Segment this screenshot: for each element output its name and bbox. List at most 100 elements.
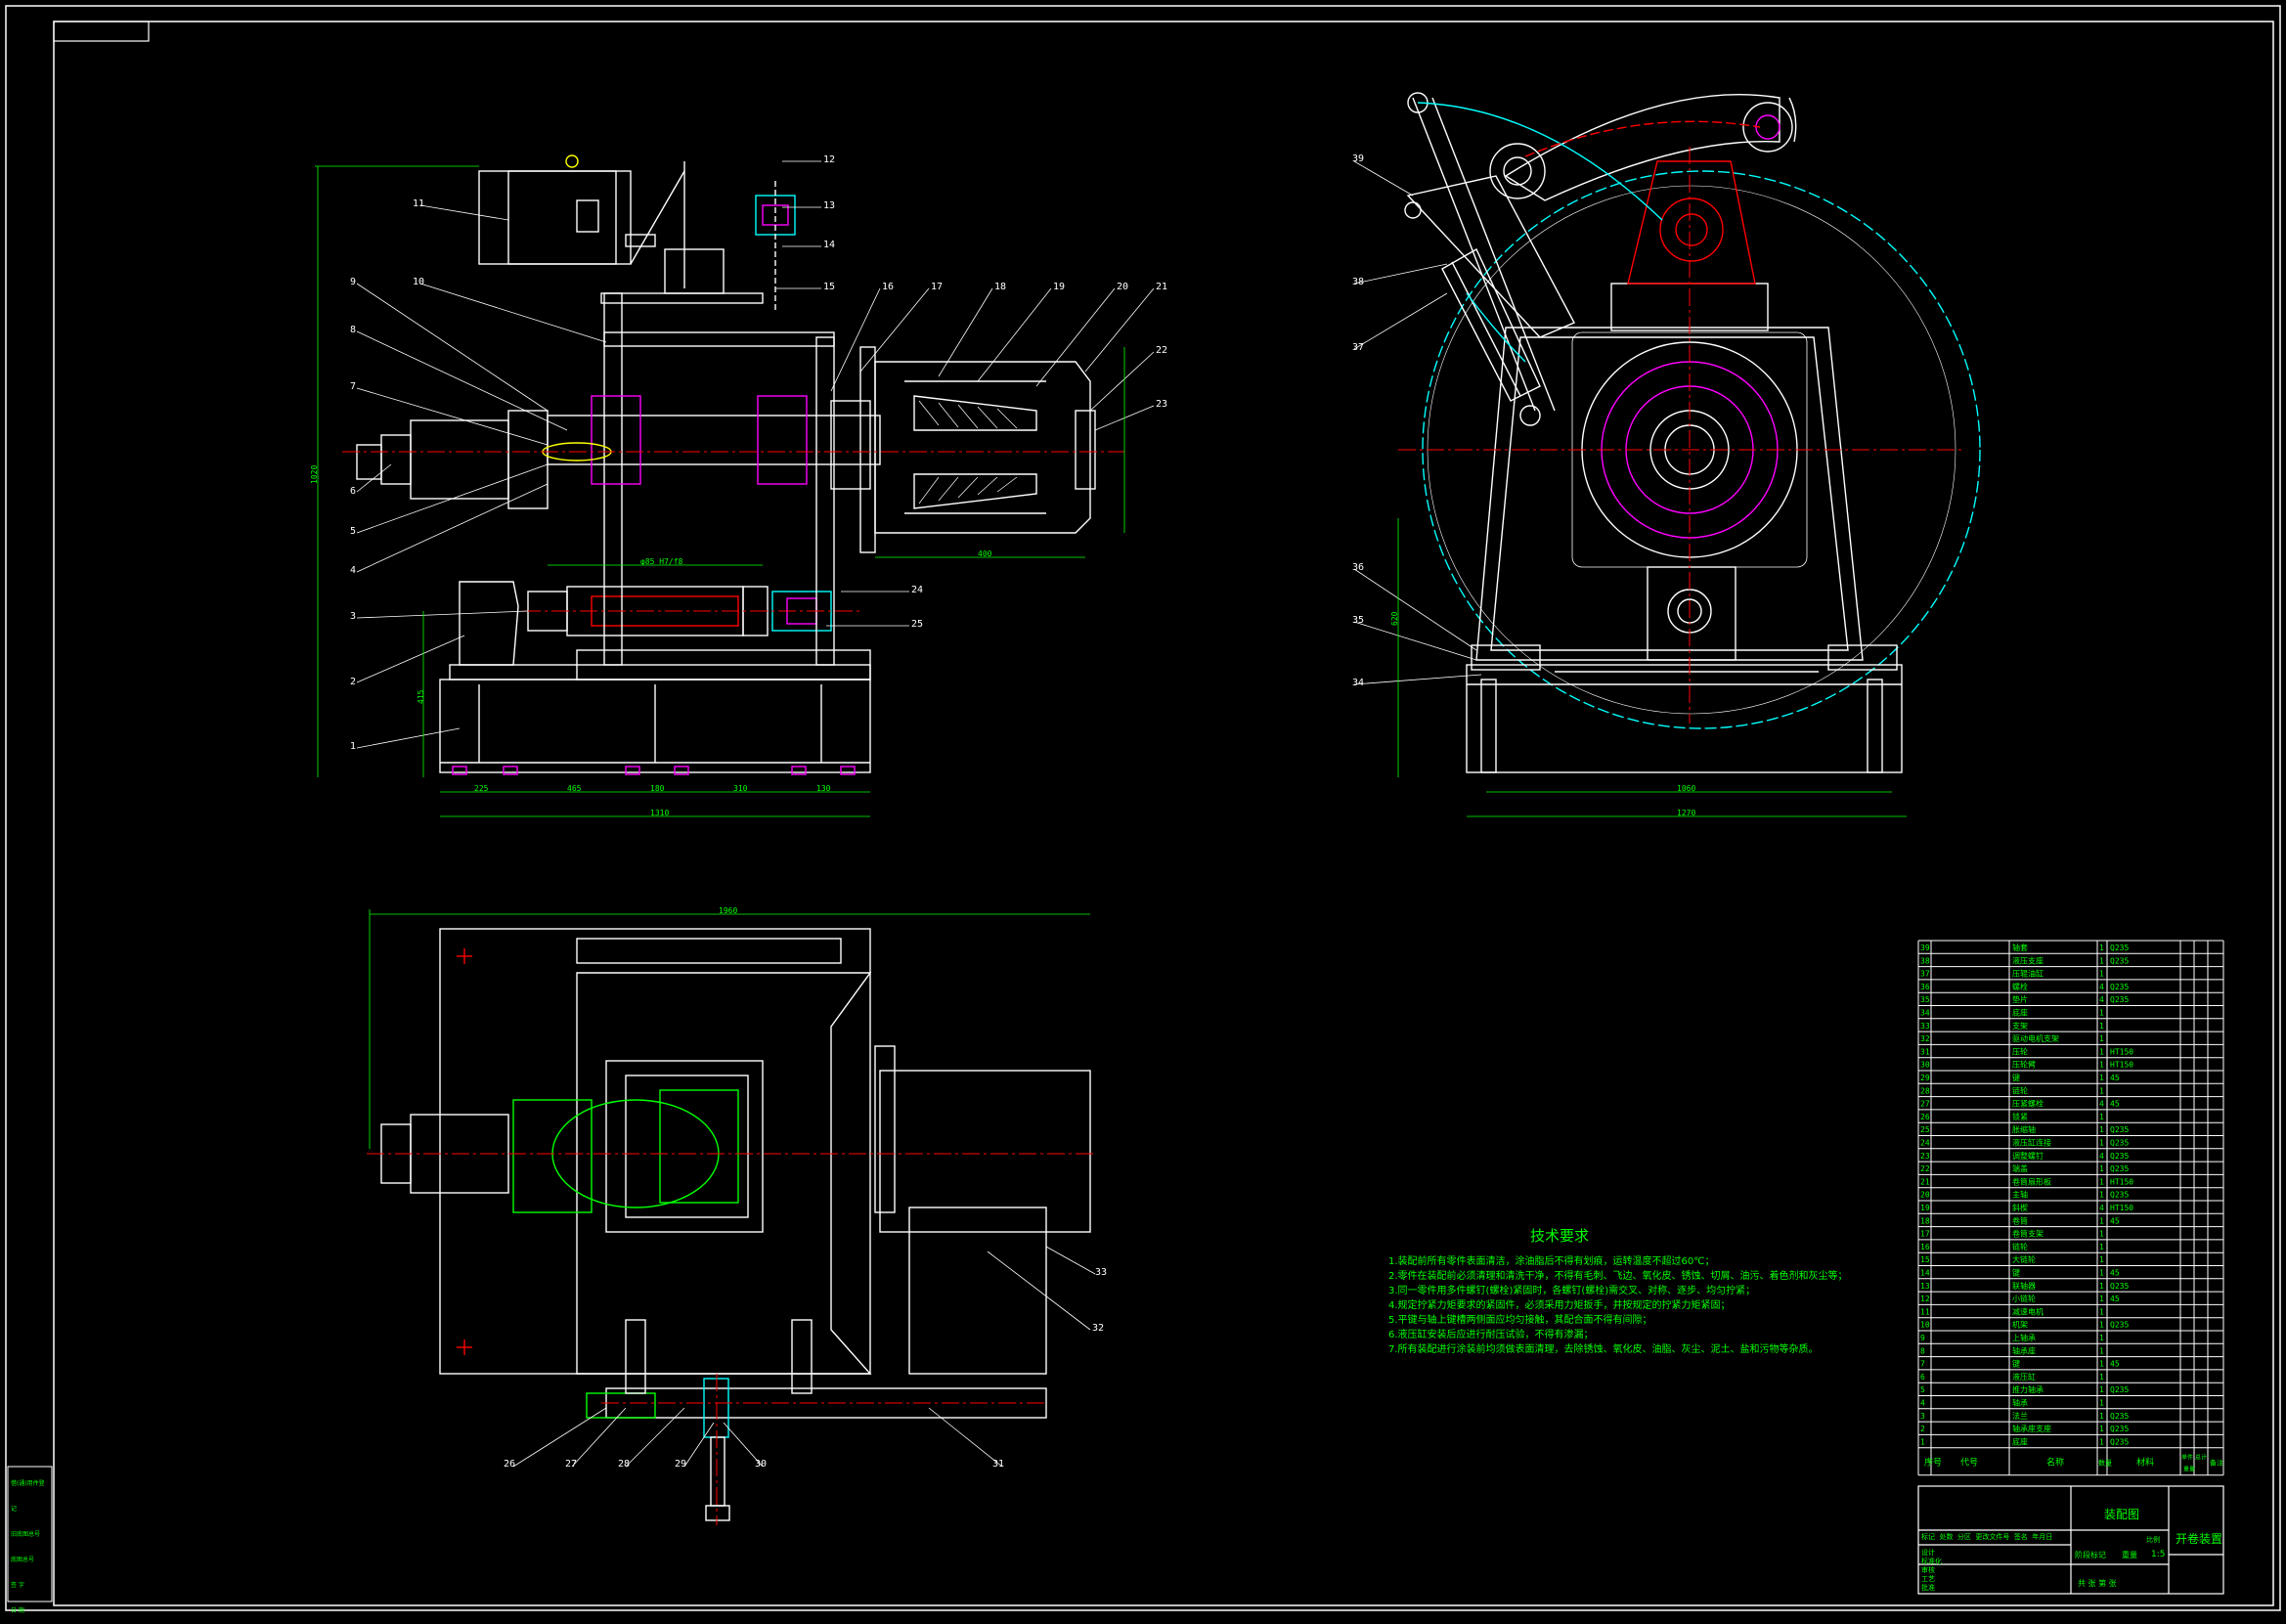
bom-h-seq: 序号 (1924, 1457, 1942, 1469)
bom-qty: 1 (2099, 1009, 2104, 1018)
bom-name: 轴承 (2012, 1398, 2028, 1408)
bom-seq: 31 (1920, 1047, 1930, 1056)
bom-material: Q235 (2110, 956, 2129, 965)
bom-h-unit: 单件 (2181, 1454, 2193, 1462)
bom-seq: 9 (1920, 1334, 1925, 1342)
balloon-front: 13 (823, 200, 836, 211)
tb-mark-row: 标记 处数 分区 更改文件号 签名 年月日 (1921, 1532, 2052, 1542)
bom-qty: 1 (2099, 1360, 2104, 1369)
tb-sheet: 共 张 第 张 (2078, 1579, 2117, 1588)
bom-name: 卷筒 (2012, 1215, 2028, 1225)
bom-material: Q235 (2110, 1152, 2129, 1161)
dimension-label: 1060 (1677, 784, 1696, 793)
bom-seq: 38 (1920, 956, 1930, 965)
bom-name: 支架 (2012, 1021, 2028, 1031)
bom-seq: 33 (1920, 1022, 1930, 1031)
bom-h-weight: 重量 (2183, 1466, 2195, 1473)
tb-count: 处数 (1939, 1533, 1954, 1541)
bom-qty: 1 (2099, 1191, 2104, 1200)
bom-qty: 1 (2099, 1425, 2104, 1433)
tb-review: 审核 (1921, 1566, 1935, 1574)
balloon-top: 29 (675, 1459, 687, 1470)
bom-name: 垫片 (2012, 994, 2028, 1004)
tech-req-item: 6.液压缸安装后应进行耐压试验，不得有渗漏； (1388, 1330, 1594, 1340)
bom-name: 调整螺钉 (2012, 1151, 2044, 1161)
bom-seq: 34 (1920, 1009, 1930, 1018)
bom-h-remark: 备注 (2210, 1459, 2223, 1468)
bom-material: Q235 (2110, 983, 2129, 991)
balloon-front: 15 (823, 282, 836, 292)
bom-qty: 1 (2099, 1022, 2104, 1031)
bom-name: 轴承座 (2012, 1345, 2036, 1355)
balloon-front: 25 (911, 619, 924, 630)
balloon-front: 7 (350, 381, 357, 392)
bom-qty: 1 (2099, 1399, 2104, 1408)
balloon-front: 20 (1117, 282, 1129, 292)
bom-seq: 37 (1920, 970, 1930, 979)
bom-table (1917, 940, 2224, 1476)
bom-qty: 1 (2099, 1230, 2104, 1239)
bom-material: 45 (2110, 1360, 2120, 1369)
bom-seq: 32 (1920, 1034, 1930, 1043)
bom-seq: 11 (1920, 1307, 1930, 1316)
bom-qty: 1 (2099, 1061, 2104, 1070)
bom-name: 底座 (2012, 1436, 2028, 1446)
bom-seq: 15 (1920, 1255, 1930, 1264)
bom-material: 45 (2110, 1269, 2120, 1278)
bom-material: HT150 (2110, 1047, 2133, 1056)
bom-name: 锁紧 (2012, 1112, 2028, 1121)
dimension-label: 400 (978, 549, 992, 558)
bom-qty: 1 (2099, 944, 2104, 952)
bom-material: Q235 (2110, 1385, 2129, 1394)
bom-material: Q235 (2110, 1412, 2129, 1421)
bom-name: 端盖 (2012, 1163, 2028, 1173)
balloon-front: 1 (350, 741, 357, 752)
balloon-side: 35 (1352, 615, 1365, 626)
bom-material: 45 (2110, 1295, 2120, 1303)
balloon-top: 26 (504, 1459, 516, 1470)
dimension-label: 1960 (719, 906, 738, 915)
dimension-label: 310 (733, 784, 748, 793)
bom-qty: 1 (2099, 1385, 2104, 1394)
balloon-top: 33 (1095, 1267, 1108, 1278)
balloon-front: 16 (882, 282, 895, 292)
dimension-label: φ85 H7/f8 (640, 557, 683, 566)
bom-name: 链轮 (2012, 1242, 2028, 1251)
bom-name: 减速电机 (2012, 1306, 2044, 1316)
bom-name: 键 (2012, 1268, 2020, 1278)
tb-scale-label: 比例 (2146, 1536, 2160, 1544)
bom-qty: 1 (2099, 1034, 2104, 1043)
bom-name: 压轮臂 (2012, 1060, 2036, 1070)
balloon-front: 14 (823, 240, 836, 250)
bom-name: 底座 (2012, 1008, 2028, 1018)
bom-h-material: 材料 (2136, 1457, 2154, 1469)
bom-qty: 1 (2099, 1307, 2104, 1316)
bom-material: Q235 (2110, 1164, 2129, 1173)
bom-seq: 6 (1920, 1373, 1925, 1382)
left-stamp-text: 借(通)用件登记旧底图总号底图总号签 字日 期 (11, 1471, 50, 1624)
bom-name: 主轴 (2012, 1190, 2028, 1200)
bom-material: Q235 (2110, 1425, 2129, 1433)
balloon-front: 6 (350, 486, 357, 497)
balloon-front: 22 (1156, 345, 1168, 356)
balloon-front: 2 (350, 677, 357, 687)
balloon-side: 34 (1352, 678, 1365, 688)
bom-h-total: 总计 (2195, 1454, 2207, 1462)
balloon-front: 21 (1156, 282, 1168, 292)
dimension-label: 1310 (650, 809, 670, 817)
balloon-front: 10 (413, 277, 425, 287)
bom-seq: 16 (1920, 1243, 1930, 1251)
bom-name: 压紧螺栓 (2012, 1099, 2044, 1109)
bom-name: 胀缩轴 (2012, 1124, 2036, 1134)
balloon-front: 3 (350, 611, 357, 622)
bom-seq: 17 (1920, 1230, 1930, 1239)
tech-req-item: 7.所有装配进行涂装前均须做表面清理，去除锈蚀、氧化皮、油脂、灰尘、泥土、盐和污… (1388, 1344, 1819, 1355)
bom-qty: 1 (2099, 1074, 2104, 1082)
bom-qty: 1 (2099, 1177, 2104, 1186)
bom-seq: 1 (1920, 1437, 1925, 1446)
bom-qty: 1 (2099, 1321, 2104, 1330)
left-stamp (7, 1466, 53, 1602)
balloon-side: 37 (1352, 342, 1365, 353)
bom-h-qty: 数量 (2098, 1459, 2112, 1468)
bom-material: Q235 (2110, 1139, 2129, 1148)
